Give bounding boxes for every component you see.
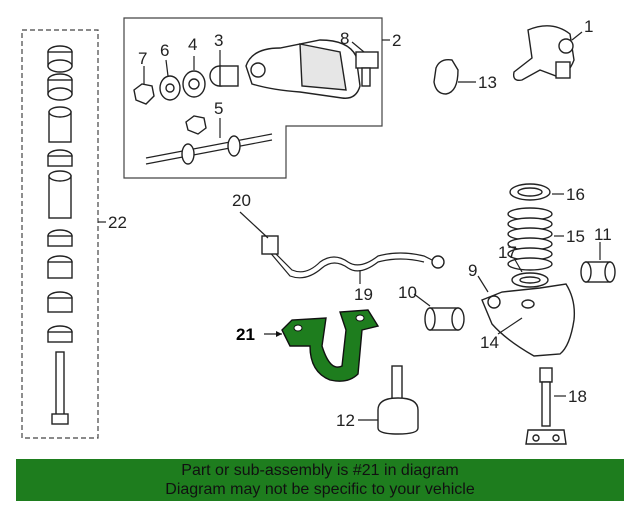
upper-control-arm <box>245 39 361 99</box>
banner-line-1: Part or sub-assembly is #21 in diagram <box>181 462 459 479</box>
callout-7: 7 <box>138 49 147 68</box>
callout-8: 8 <box>340 29 349 48</box>
pivot-shaft <box>145 115 273 165</box>
callout-9: 9 <box>468 261 477 280</box>
callout-21: 21 <box>236 325 255 344</box>
callout-5: 5 <box>214 99 223 118</box>
callout-12: 12 <box>336 411 355 430</box>
callout-19: 19 <box>354 285 373 304</box>
bump-stop-12 <box>377 365 419 435</box>
stabilizer-bracket-21 <box>281 309 380 382</box>
callout-15: 15 <box>566 227 585 246</box>
callout-3: 3 <box>214 31 223 50</box>
callout-2: 2 <box>392 31 401 50</box>
bushing-11 <box>580 261 616 283</box>
banner-line-2: Diagram may not be specific to your vehi… <box>165 481 475 498</box>
upper-bushings <box>133 65 239 105</box>
stabilizer-bar <box>261 235 445 279</box>
callout-13: 13 <box>478 73 497 92</box>
bushing-stack <box>47 45 73 425</box>
info-banner: Part or sub-assembly is #21 in diagram D… <box>16 459 624 501</box>
coil-spring-15 <box>507 207 553 271</box>
callout-17: 17 <box>498 243 517 262</box>
lower-control-arm <box>481 283 576 357</box>
bushing-10 <box>424 307 465 331</box>
callout-16: 16 <box>566 185 585 204</box>
shock-absorber-18 <box>525 367 567 445</box>
bumper-13 <box>433 58 459 95</box>
steering-knuckle <box>512 25 575 82</box>
upper-control-arm-frame <box>123 17 383 179</box>
callout-18: 18 <box>568 387 587 406</box>
ball-joint-8 <box>355 51 379 87</box>
callout-6: 6 <box>160 41 169 60</box>
callout-22: 22 <box>108 213 127 232</box>
callout-10: 10 <box>398 283 417 302</box>
callout-11: 11 <box>594 225 612 244</box>
callout-14: 14 <box>480 333 499 352</box>
callout-4: 4 <box>188 35 197 54</box>
callout-1: 1 <box>584 17 593 36</box>
bushing-stack-frame <box>21 29 99 439</box>
callout-20: 20 <box>232 191 251 210</box>
parts-diagram: 22 2 8 7 6 4 3 5 1 <box>21 17 616 445</box>
